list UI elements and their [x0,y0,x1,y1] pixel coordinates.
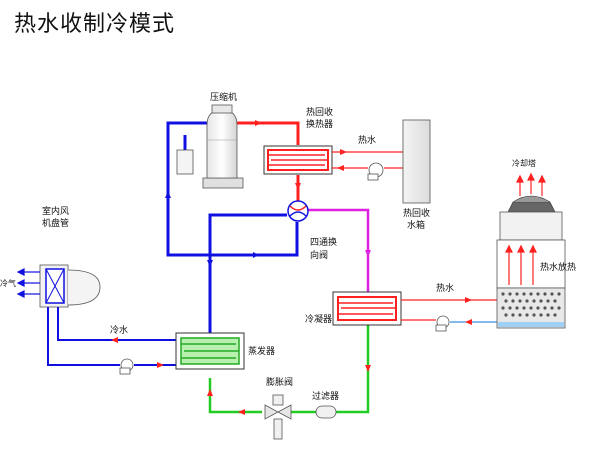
hot-water-label-right: 热水 [436,282,454,294]
hot-water-label-top: 热水 [358,134,376,146]
compressor-label: 压缩机 [210,91,237,103]
cold-water-label: 冷水 [110,324,128,336]
indoor-fan-coil [39,264,101,308]
cooling-tower-label: 冷却塔 [512,158,536,168]
hr-exchanger-label-2: 换热器 [306,118,333,130]
hr-return-arrow [337,165,344,171]
low-pressure-pipe [166,121,299,345]
hr-tank-label-2: 水箱 [407,219,425,231]
heat-recovery-tank [402,119,431,204]
chilled-return-arrow [157,362,164,368]
page-title: 热水收制冷模式 [14,12,176,37]
exhaust-arrows [516,172,546,196]
expansion-label: 膨胀阀 [266,376,293,388]
low-pressure-arrows [165,191,259,267]
four-way-valve [287,200,309,222]
filter-label: 过滤器 [312,390,339,402]
hr-water-arrow [340,149,347,155]
hr-water-pump [367,162,384,181]
indoor-label-2: 机盘管 [42,217,69,229]
cold-air-arrows [16,268,40,298]
hot-gas-arrows [255,120,301,190]
expansion-valve [264,394,292,440]
heat-recovery-exchanger [263,145,333,175]
tower-water-arrow [465,297,472,303]
hr-exchanger-label-1: 热回收 [306,106,333,118]
condenser [332,291,402,326]
discharge-pipe [308,208,370,292]
filter [315,405,337,419]
cold-air-label: 冷气 [0,278,16,288]
chilled-water-pump [119,358,134,375]
hr-tank-label-1: 热回收 [403,207,430,219]
tower-return-arrow [465,319,472,325]
chilled-water-arrow [111,337,118,343]
tower-water-pump [435,315,450,332]
indoor-label-1: 室内风 [42,205,69,217]
evaporator-label: 蒸发器 [248,345,275,357]
hot-water-release-label: 热水放热 [540,261,576,273]
heat-release-arrows [505,244,537,285]
liquid-arrows [207,365,371,415]
cooling-tower [496,195,566,329]
four-way-label-2: 向阀 [310,249,328,261]
condenser-label: 冷凝器 [305,313,332,325]
compressor [202,104,244,189]
chilled-water-pipe [47,307,176,366]
discharge-arrow [365,250,371,257]
receiver-tank [176,149,194,175]
four-way-label-1: 四通换 [310,236,337,248]
evaporator [175,332,245,370]
